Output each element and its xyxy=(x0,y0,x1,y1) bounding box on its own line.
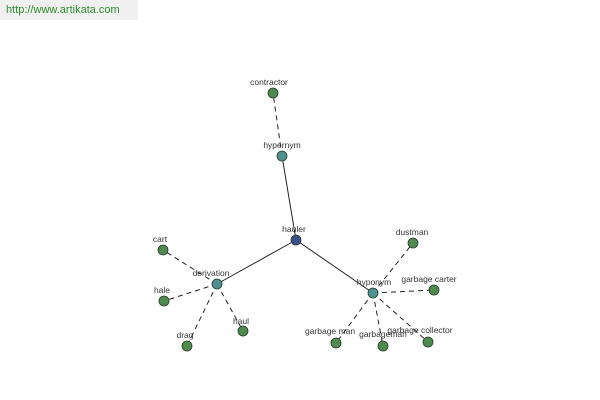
node-hypernym[interactable] xyxy=(276,150,288,162)
edge-hyponym-garbage-collector xyxy=(372,292,429,343)
node-dustman[interactable] xyxy=(407,237,419,249)
edge-hyponym-garbage-man xyxy=(335,292,374,344)
node-hale[interactable] xyxy=(158,295,170,307)
node-label-haul[interactable]: haul xyxy=(233,316,249,326)
node-label-garbageman[interactable]: garbageman xyxy=(359,329,407,339)
edge-derivation-drag xyxy=(186,283,218,347)
node-label-cart[interactable]: cart xyxy=(153,234,168,244)
node-garbage-man[interactable] xyxy=(330,337,342,349)
edge-hauler-hypernym xyxy=(281,155,297,241)
node-label-garbage-man[interactable]: garbage man xyxy=(305,326,355,336)
graph-nodes xyxy=(157,87,440,352)
edge-hyponym-dustman xyxy=(372,242,414,294)
node-haul[interactable] xyxy=(237,325,249,337)
edge-derivation-cart xyxy=(162,249,218,285)
graph-labels: hauler hypernym contractor derivation cart ha… xyxy=(153,77,457,340)
node-garbage-carter[interactable] xyxy=(428,284,440,296)
node-hauler[interactable] xyxy=(290,234,302,246)
node-drag[interactable] xyxy=(181,340,193,352)
node-garbageman[interactable] xyxy=(377,340,389,352)
node-cart[interactable] xyxy=(157,244,169,256)
node-contractor[interactable] xyxy=(267,87,279,99)
node-label-contractor[interactable]: contractor xyxy=(250,77,288,87)
edge-hauler-hyponym xyxy=(295,239,374,294)
node-label-hyponym[interactable]: hyponym xyxy=(357,277,392,287)
edge-hauler-derivation xyxy=(216,239,297,285)
edge-hyponym-garbage-carter xyxy=(372,289,435,294)
node-label-dustman[interactable]: dustman xyxy=(396,227,429,237)
edge-derivation-hale xyxy=(163,283,218,302)
node-garbage-collector[interactable] xyxy=(422,336,434,348)
node-label-derivation[interactable]: derivation xyxy=(193,268,230,278)
node-label-hale[interactable]: hale xyxy=(154,285,170,295)
edge-hypernym-contractor xyxy=(272,92,283,157)
node-hyponym[interactable] xyxy=(367,287,379,299)
node-label-drag[interactable]: drag xyxy=(176,330,193,340)
node-label-hypernym[interactable]: hypernym xyxy=(263,140,300,150)
node-label-garbage-collector[interactable]: garbage collector xyxy=(387,325,452,335)
url-banner[interactable]: http://www.artikata.com xyxy=(0,0,138,20)
node-label-garbage-carter[interactable]: garbage carter xyxy=(401,274,456,284)
graph-edges xyxy=(162,92,435,347)
node-derivation[interactable] xyxy=(211,278,223,290)
node-label-hauler[interactable]: hauler xyxy=(282,224,306,234)
